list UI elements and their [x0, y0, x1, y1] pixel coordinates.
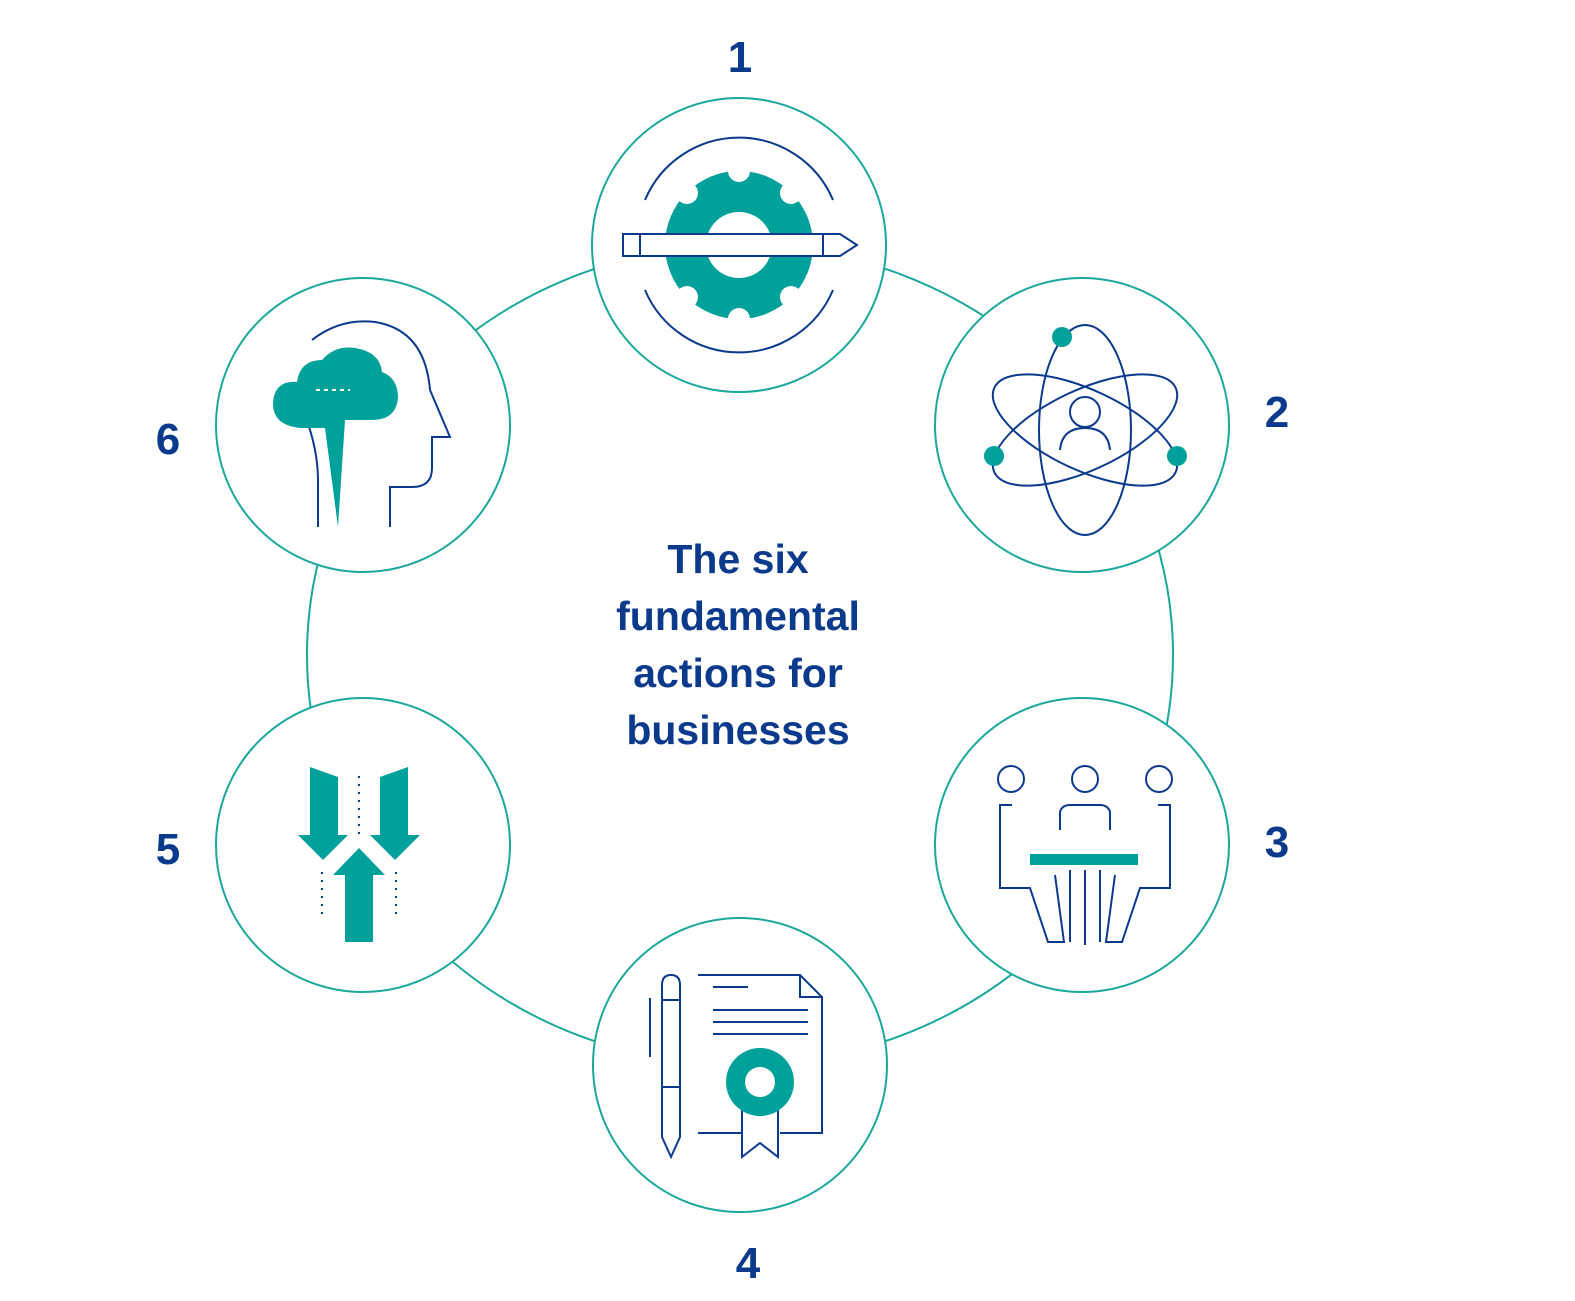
step-3-circle	[934, 697, 1230, 993]
step-2-circle	[934, 277, 1230, 573]
step-5-circle	[215, 697, 511, 993]
head-tree-icon	[272, 320, 452, 527]
step-3-number: 3	[1264, 818, 1290, 867]
title-line: The six	[667, 536, 809, 582]
gear-pencil-icon	[622, 136, 859, 354]
step-1-circle	[591, 97, 887, 393]
step-2-number: 2	[1264, 388, 1290, 437]
step-5-number: 5	[155, 825, 181, 874]
meeting-table-icon	[997, 765, 1173, 945]
certificate-document-icon	[649, 973, 823, 1160]
step-6-circle	[215, 277, 511, 573]
step-6-number: 6	[155, 415, 181, 464]
step-4-circle	[592, 917, 888, 1213]
step-1-number: 1	[727, 33, 753, 82]
atom-person-icon	[984, 324, 1187, 536]
converging-arrows-icon	[298, 767, 420, 942]
title-line: businesses	[626, 707, 850, 753]
title-line: fundamental	[616, 593, 860, 639]
diagram-title: The six fundamental actions for business…	[616, 531, 860, 759]
step-4-number: 4	[735, 1239, 761, 1288]
title-line: actions for	[633, 650, 843, 696]
